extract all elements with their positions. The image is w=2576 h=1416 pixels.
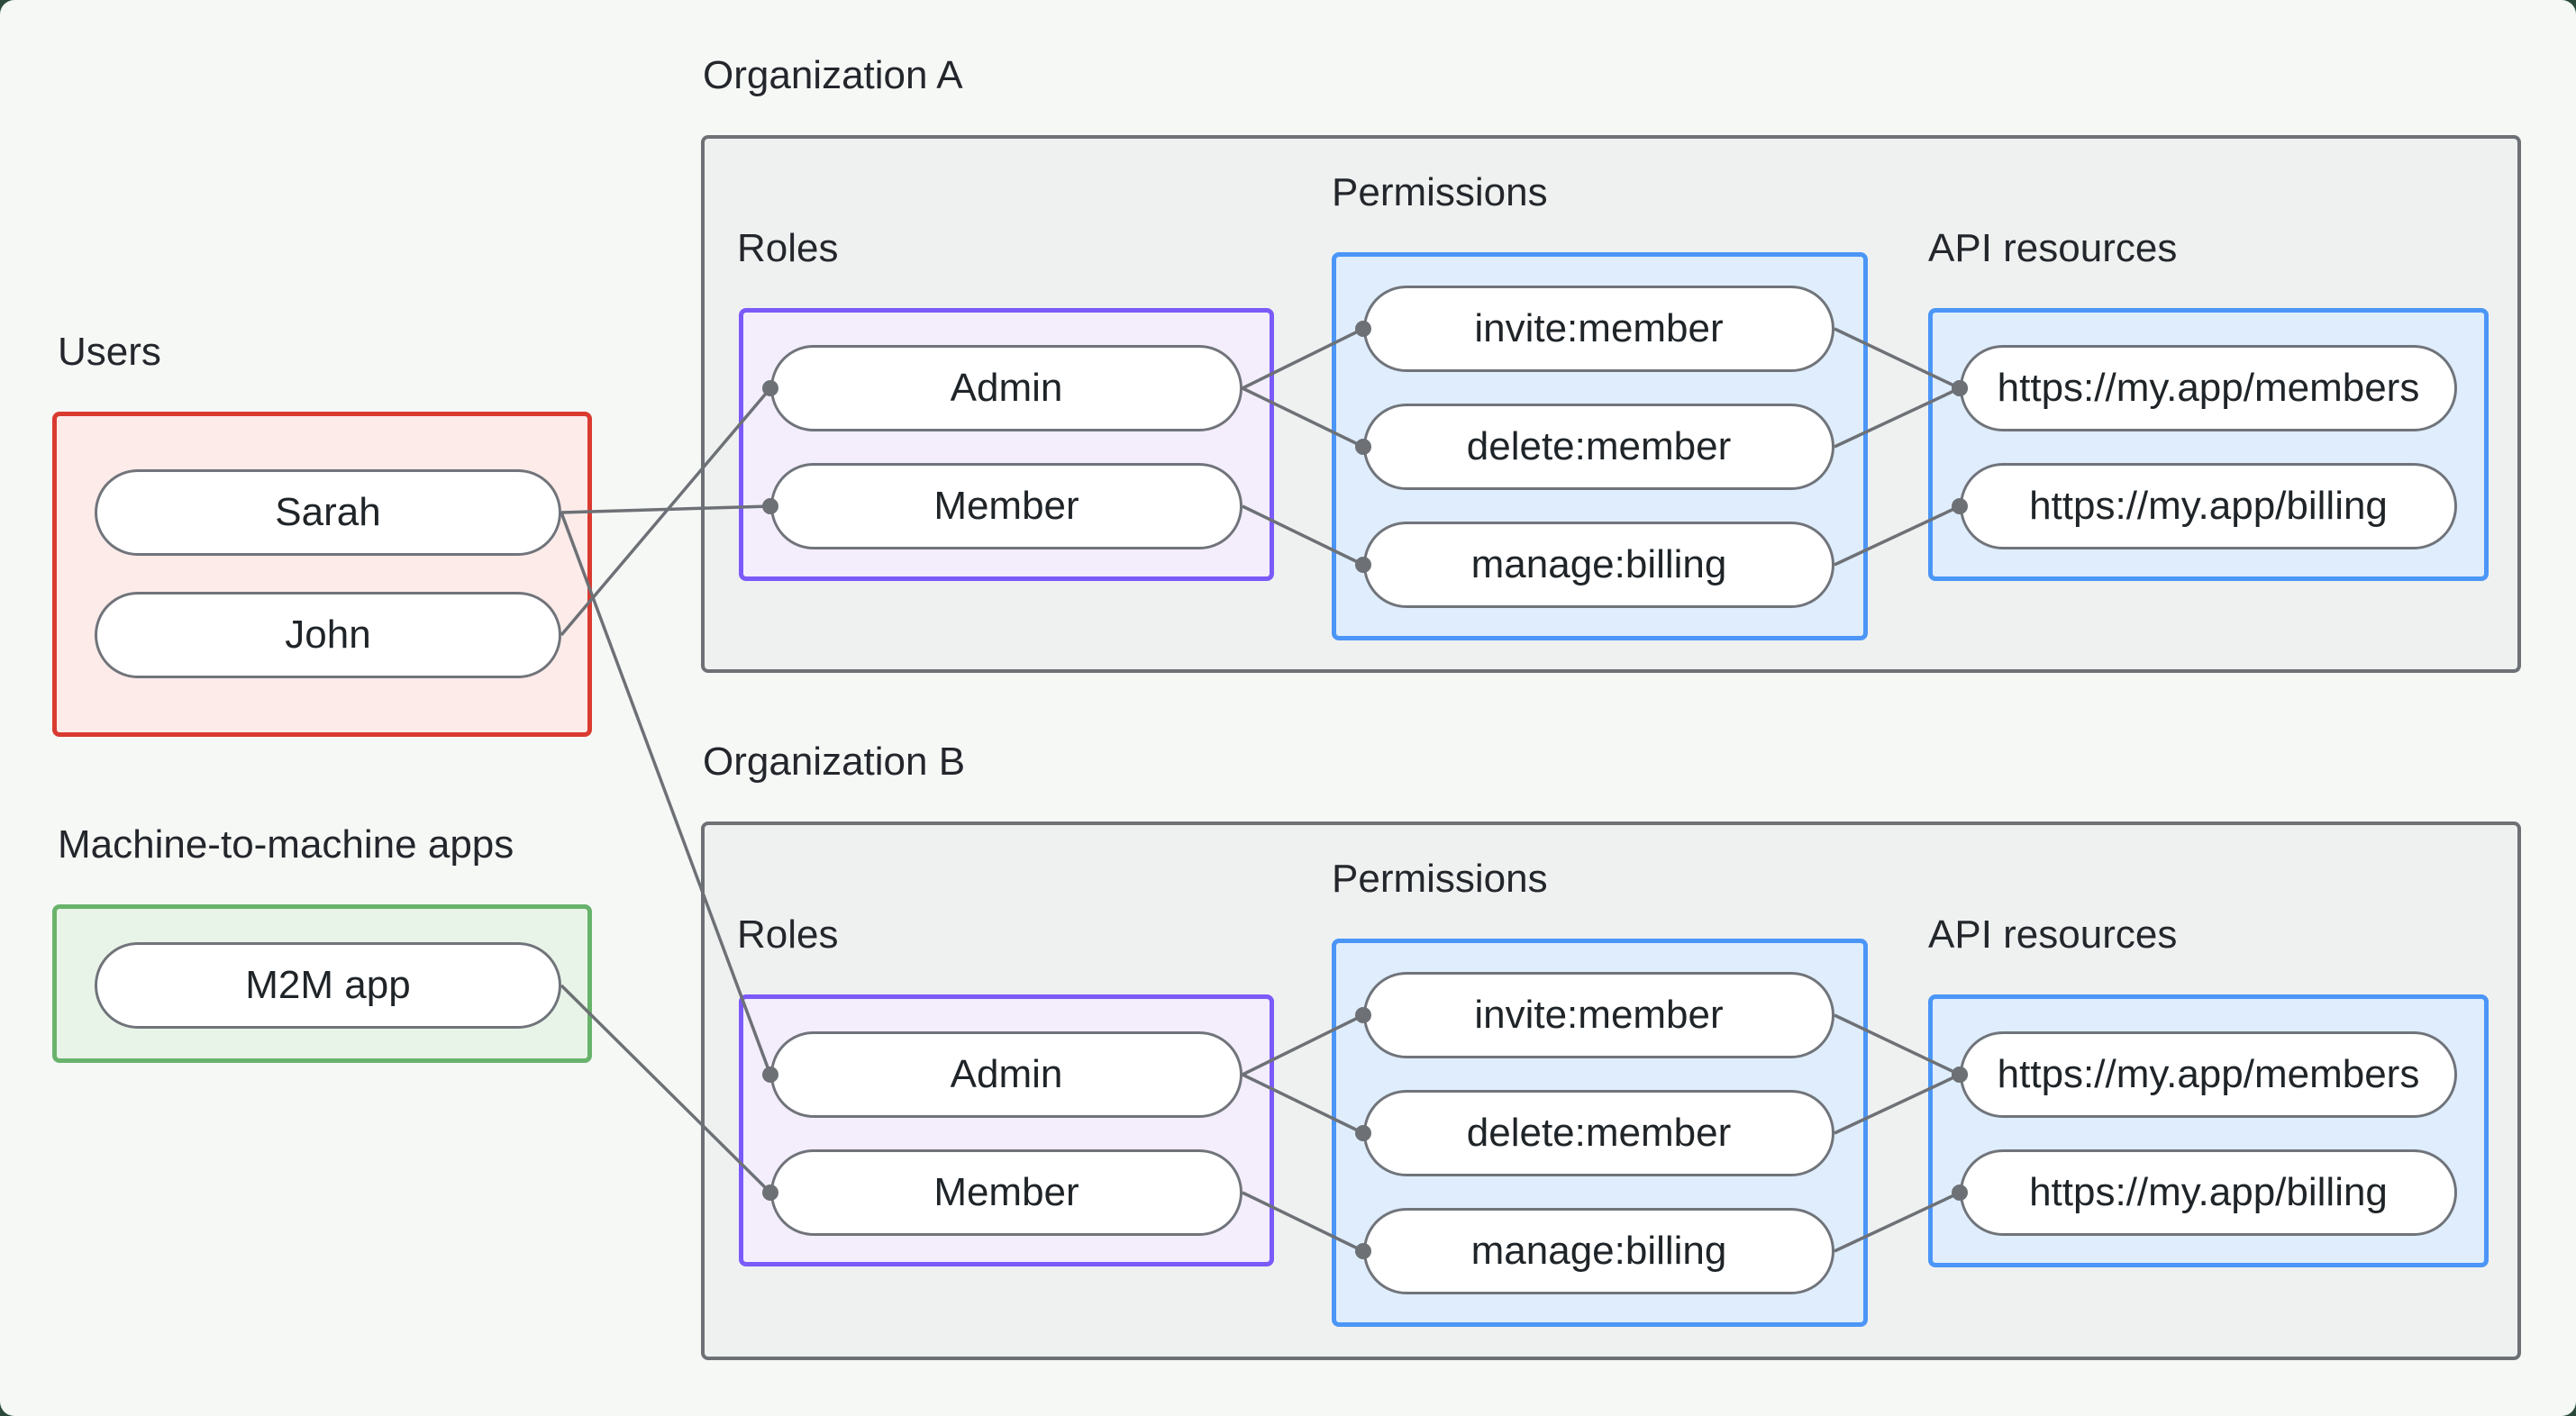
org-b-roles-label: Roles [737,912,839,957]
org-b-title: Organization B [703,740,966,784]
org-a-role-node-admin: Admin [770,345,1242,431]
org-b-permission-node-manage-billing: manage:billing [1363,1208,1834,1294]
org-a-permission-node-manage-billing: manage:billing [1363,522,1834,608]
org-b-api-node-members: https://my.app/members [1960,1031,2457,1118]
org-a-permission-node-delete-member: delete:member [1363,404,1834,490]
org-a-roles-label: Roles [737,226,839,270]
user-node-sarah: Sarah [95,469,561,556]
org-b-api-node-billing: https://my.app/billing [1960,1149,2457,1236]
org-a-api-resources-label: API resources [1928,226,2178,270]
org-a-permission-node-invite-member: invite:member [1363,286,1834,372]
m2m-section-label: Machine-to-machine apps [58,822,514,867]
org-b-role-node-admin: Admin [770,1031,1242,1118]
org-b-permission-node-delete-member: delete:member [1363,1090,1834,1176]
users-section-label: Users [58,330,161,374]
org-b-permission-node-invite-member: invite:member [1363,972,1834,1058]
m2m-app-node: M2M app [95,942,561,1029]
org-b-api-resources-label: API resources [1928,912,2178,957]
org-a-role-node-member: Member [770,463,1242,549]
org-a-title: Organization A [703,53,963,97]
org-a-permissions-label: Permissions [1332,170,1548,214]
user-node-john: John [95,592,561,678]
org-b-role-node-member: Member [770,1149,1242,1236]
org-a-api-node-billing: https://my.app/billing [1960,463,2457,549]
org-a-api-node-members: https://my.app/members [1960,345,2457,431]
users-group-box [52,412,592,737]
org-b-permissions-label: Permissions [1332,857,1548,901]
